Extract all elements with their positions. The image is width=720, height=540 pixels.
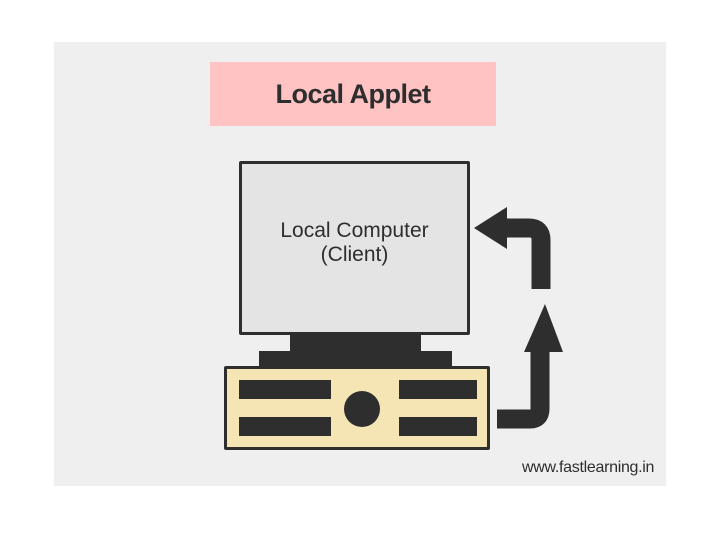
cpu-case bbox=[224, 366, 490, 450]
drive-slot-2 bbox=[239, 417, 331, 436]
monitor-base bbox=[259, 351, 452, 367]
title-banner: Local Applet bbox=[210, 62, 496, 126]
monitor-label-line1: Local Computer bbox=[280, 219, 429, 242]
diagram-title: Local Applet bbox=[275, 78, 431, 109]
watermark-text: www.fastlearning.in bbox=[522, 459, 655, 476]
return-arrow-icon bbox=[474, 207, 551, 289]
monitor-neck bbox=[290, 333, 421, 352]
monitor-label-line2: (Client) bbox=[320, 243, 389, 266]
power-button-icon bbox=[344, 391, 380, 427]
up-arrow-icon bbox=[497, 304, 563, 429]
drive-slot-1 bbox=[239, 380, 331, 399]
drive-slot-3 bbox=[399, 380, 477, 399]
drive-slot-4 bbox=[399, 417, 477, 436]
